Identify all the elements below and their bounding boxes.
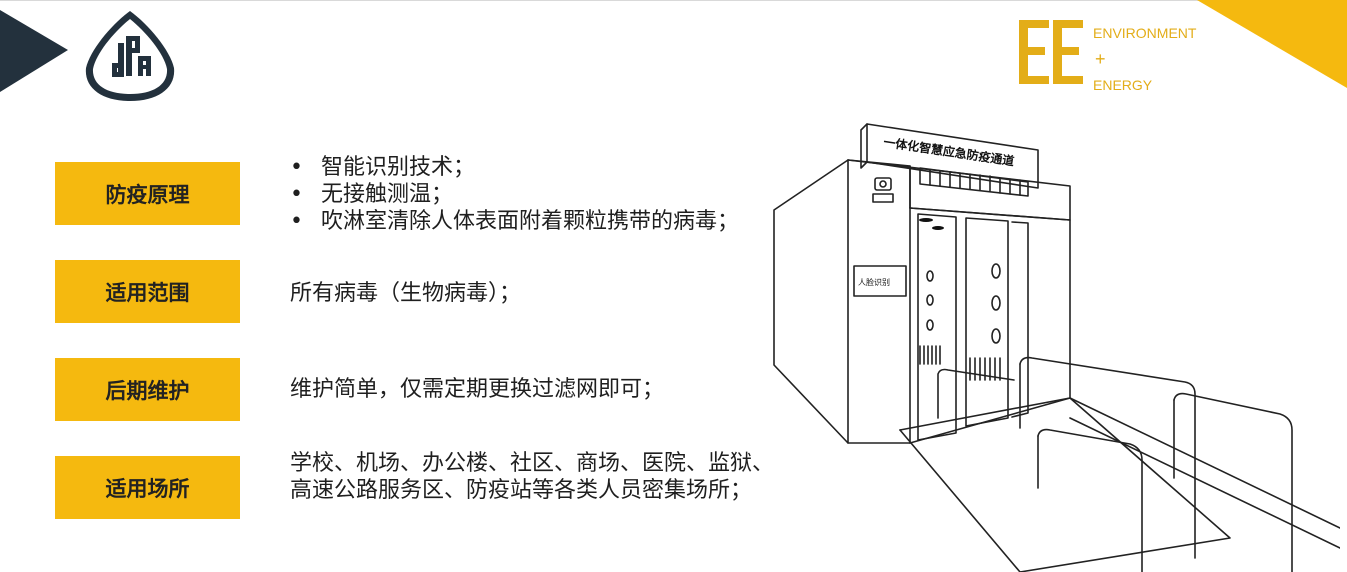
bullet-item: 无接触测温； bbox=[290, 181, 739, 208]
scope-text: 所有病毒（生物病毒）； bbox=[290, 281, 522, 306]
maintenance-text: 维护简单，仅需定期更换过滤网即可； bbox=[290, 377, 665, 402]
label-maintenance: 后期维护 bbox=[55, 358, 240, 421]
disinfection-channel-illustration: 一体化智慧应急防疫通道 人脸识别 bbox=[773, 123, 1340, 572]
ee-brand-text: ENVIRONMENT + ENERGY bbox=[1093, 20, 1196, 98]
channel-sign-text: 一体化智慧应急防疫通道 bbox=[883, 134, 1016, 168]
venues-text: 学校、机场、办公楼、社区、商场、医院、监狱、高速公路服务区、防疫站等各类人员密集… bbox=[290, 451, 775, 503]
label-principle: 防疫原理 bbox=[55, 162, 240, 225]
play-arrow-icon bbox=[0, 10, 68, 92]
top-divider bbox=[0, 0, 1347, 1]
bullet-item: 吹淋室清除人体表面附着颗粒携带的病毒； bbox=[290, 208, 739, 235]
company-logo-icon bbox=[85, 11, 175, 101]
bullet-item: 智能识别技术； bbox=[290, 154, 739, 181]
principle-bullet-list: 智能识别技术； 无接触测温； 吹淋室清除人体表面附着颗粒携带的病毒； bbox=[290, 154, 739, 235]
label-scope: 适用范围 bbox=[55, 260, 240, 323]
corner-accent-shape bbox=[1197, 0, 1347, 88]
ee-line-energy: ENERGY bbox=[1093, 77, 1153, 93]
label-venues: 适用场所 bbox=[55, 456, 240, 519]
face-recognition-panel-text: 人脸识别 bbox=[858, 277, 890, 287]
ee-logo-icon bbox=[1019, 20, 1083, 84]
principle-content: 智能识别技术； 无接触测温； 吹淋室清除人体表面附着颗粒携带的病毒； bbox=[290, 154, 739, 235]
ee-plus: + bbox=[1095, 49, 1106, 69]
ee-line-environment: ENVIRONMENT bbox=[1093, 25, 1197, 41]
